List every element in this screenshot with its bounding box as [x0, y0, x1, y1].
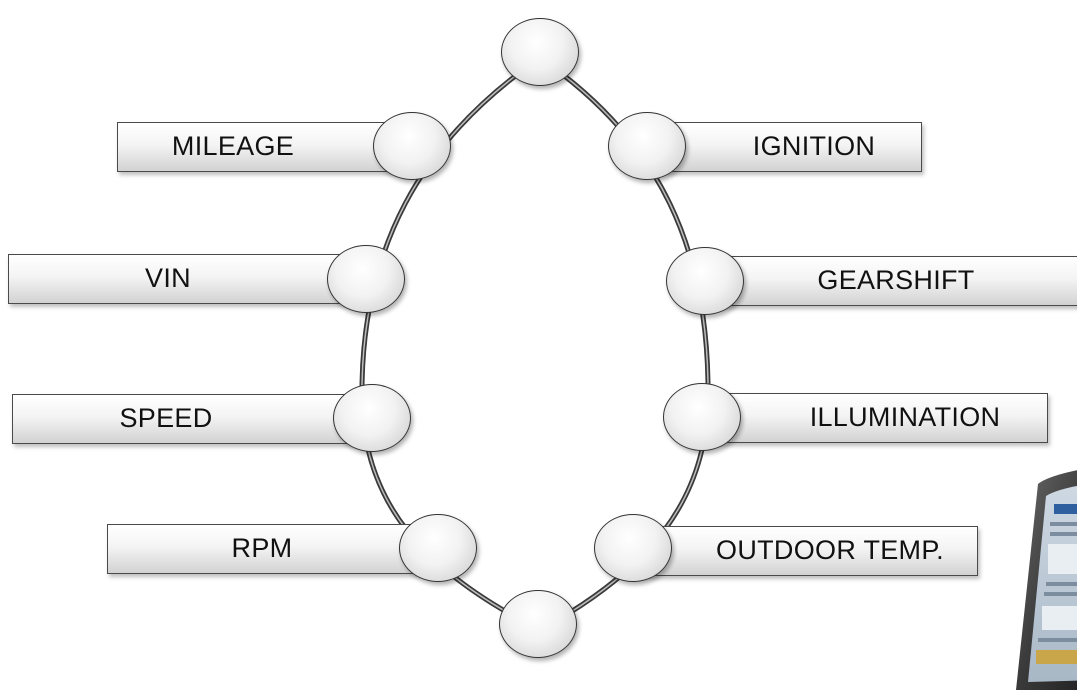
label-mileage: MILEAGE [117, 122, 409, 172]
can-bus-diagram: MILEAGE VIN SPEED RPM IGNITION GEARSHIFT… [8, 18, 1077, 690]
laptop-icon [1016, 470, 1077, 690]
label-vin: VIN [8, 254, 358, 304]
label-vin-text: VIN [145, 263, 191, 293]
node-outdoor-temp [594, 514, 672, 582]
label-rpm: RPM [107, 524, 437, 574]
node-ignition [608, 112, 686, 180]
node-rpm [399, 514, 477, 582]
label-speed: SPEED [12, 394, 370, 444]
label-gearshift-text: GEARSHIFT [817, 265, 975, 295]
node-vin [327, 245, 405, 313]
node-gearshift [666, 247, 744, 315]
label-outdoor-temp-text: OUTDOOR TEMP. [716, 535, 944, 565]
label-illumination-text: ILLUMINATION [809, 402, 1001, 432]
node-mileage [373, 112, 451, 180]
label-illumination: ILLUMINATION [702, 393, 1048, 443]
label-mileage-text: MILEAGE [171, 131, 295, 161]
label-ignition: IGNITION [646, 122, 922, 172]
node-top [501, 18, 579, 86]
node-bottom [499, 590, 577, 658]
label-outdoor-temp: OUTDOOR TEMP. [632, 526, 978, 576]
label-speed-text: SPEED [119, 403, 213, 433]
node-illumination [663, 383, 741, 451]
label-gearshift: GEARSHIFT [706, 256, 1077, 306]
node-speed [333, 384, 411, 452]
label-ignition-text: IGNITION [752, 131, 876, 161]
label-rpm-text: RPM [231, 533, 293, 563]
